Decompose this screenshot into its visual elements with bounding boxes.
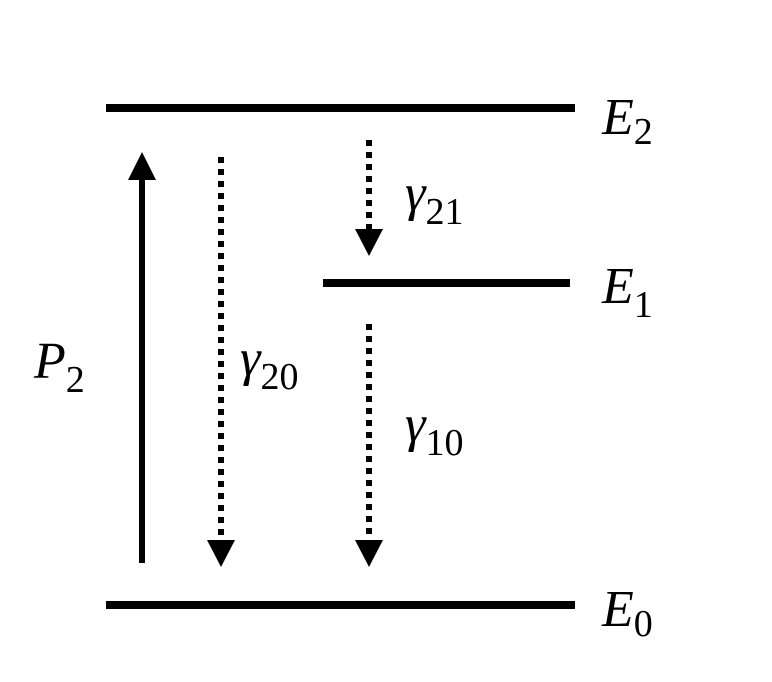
level-e0-label: E0 xyxy=(601,581,653,645)
level-e1-label: E1 xyxy=(601,258,653,326)
decay-10-label: γ10 xyxy=(405,396,464,464)
decay-21-arrow-head xyxy=(355,229,383,256)
level-e2-label: E2 xyxy=(601,89,653,153)
pump-arrow-head xyxy=(128,152,156,180)
pump-label: P2 xyxy=(33,333,85,401)
decay-10-arrow-head xyxy=(355,540,383,567)
decay-20-arrow-head xyxy=(207,540,235,567)
decay-20-label: γ20 xyxy=(240,330,299,398)
decay-21-label: γ21 xyxy=(405,165,464,233)
